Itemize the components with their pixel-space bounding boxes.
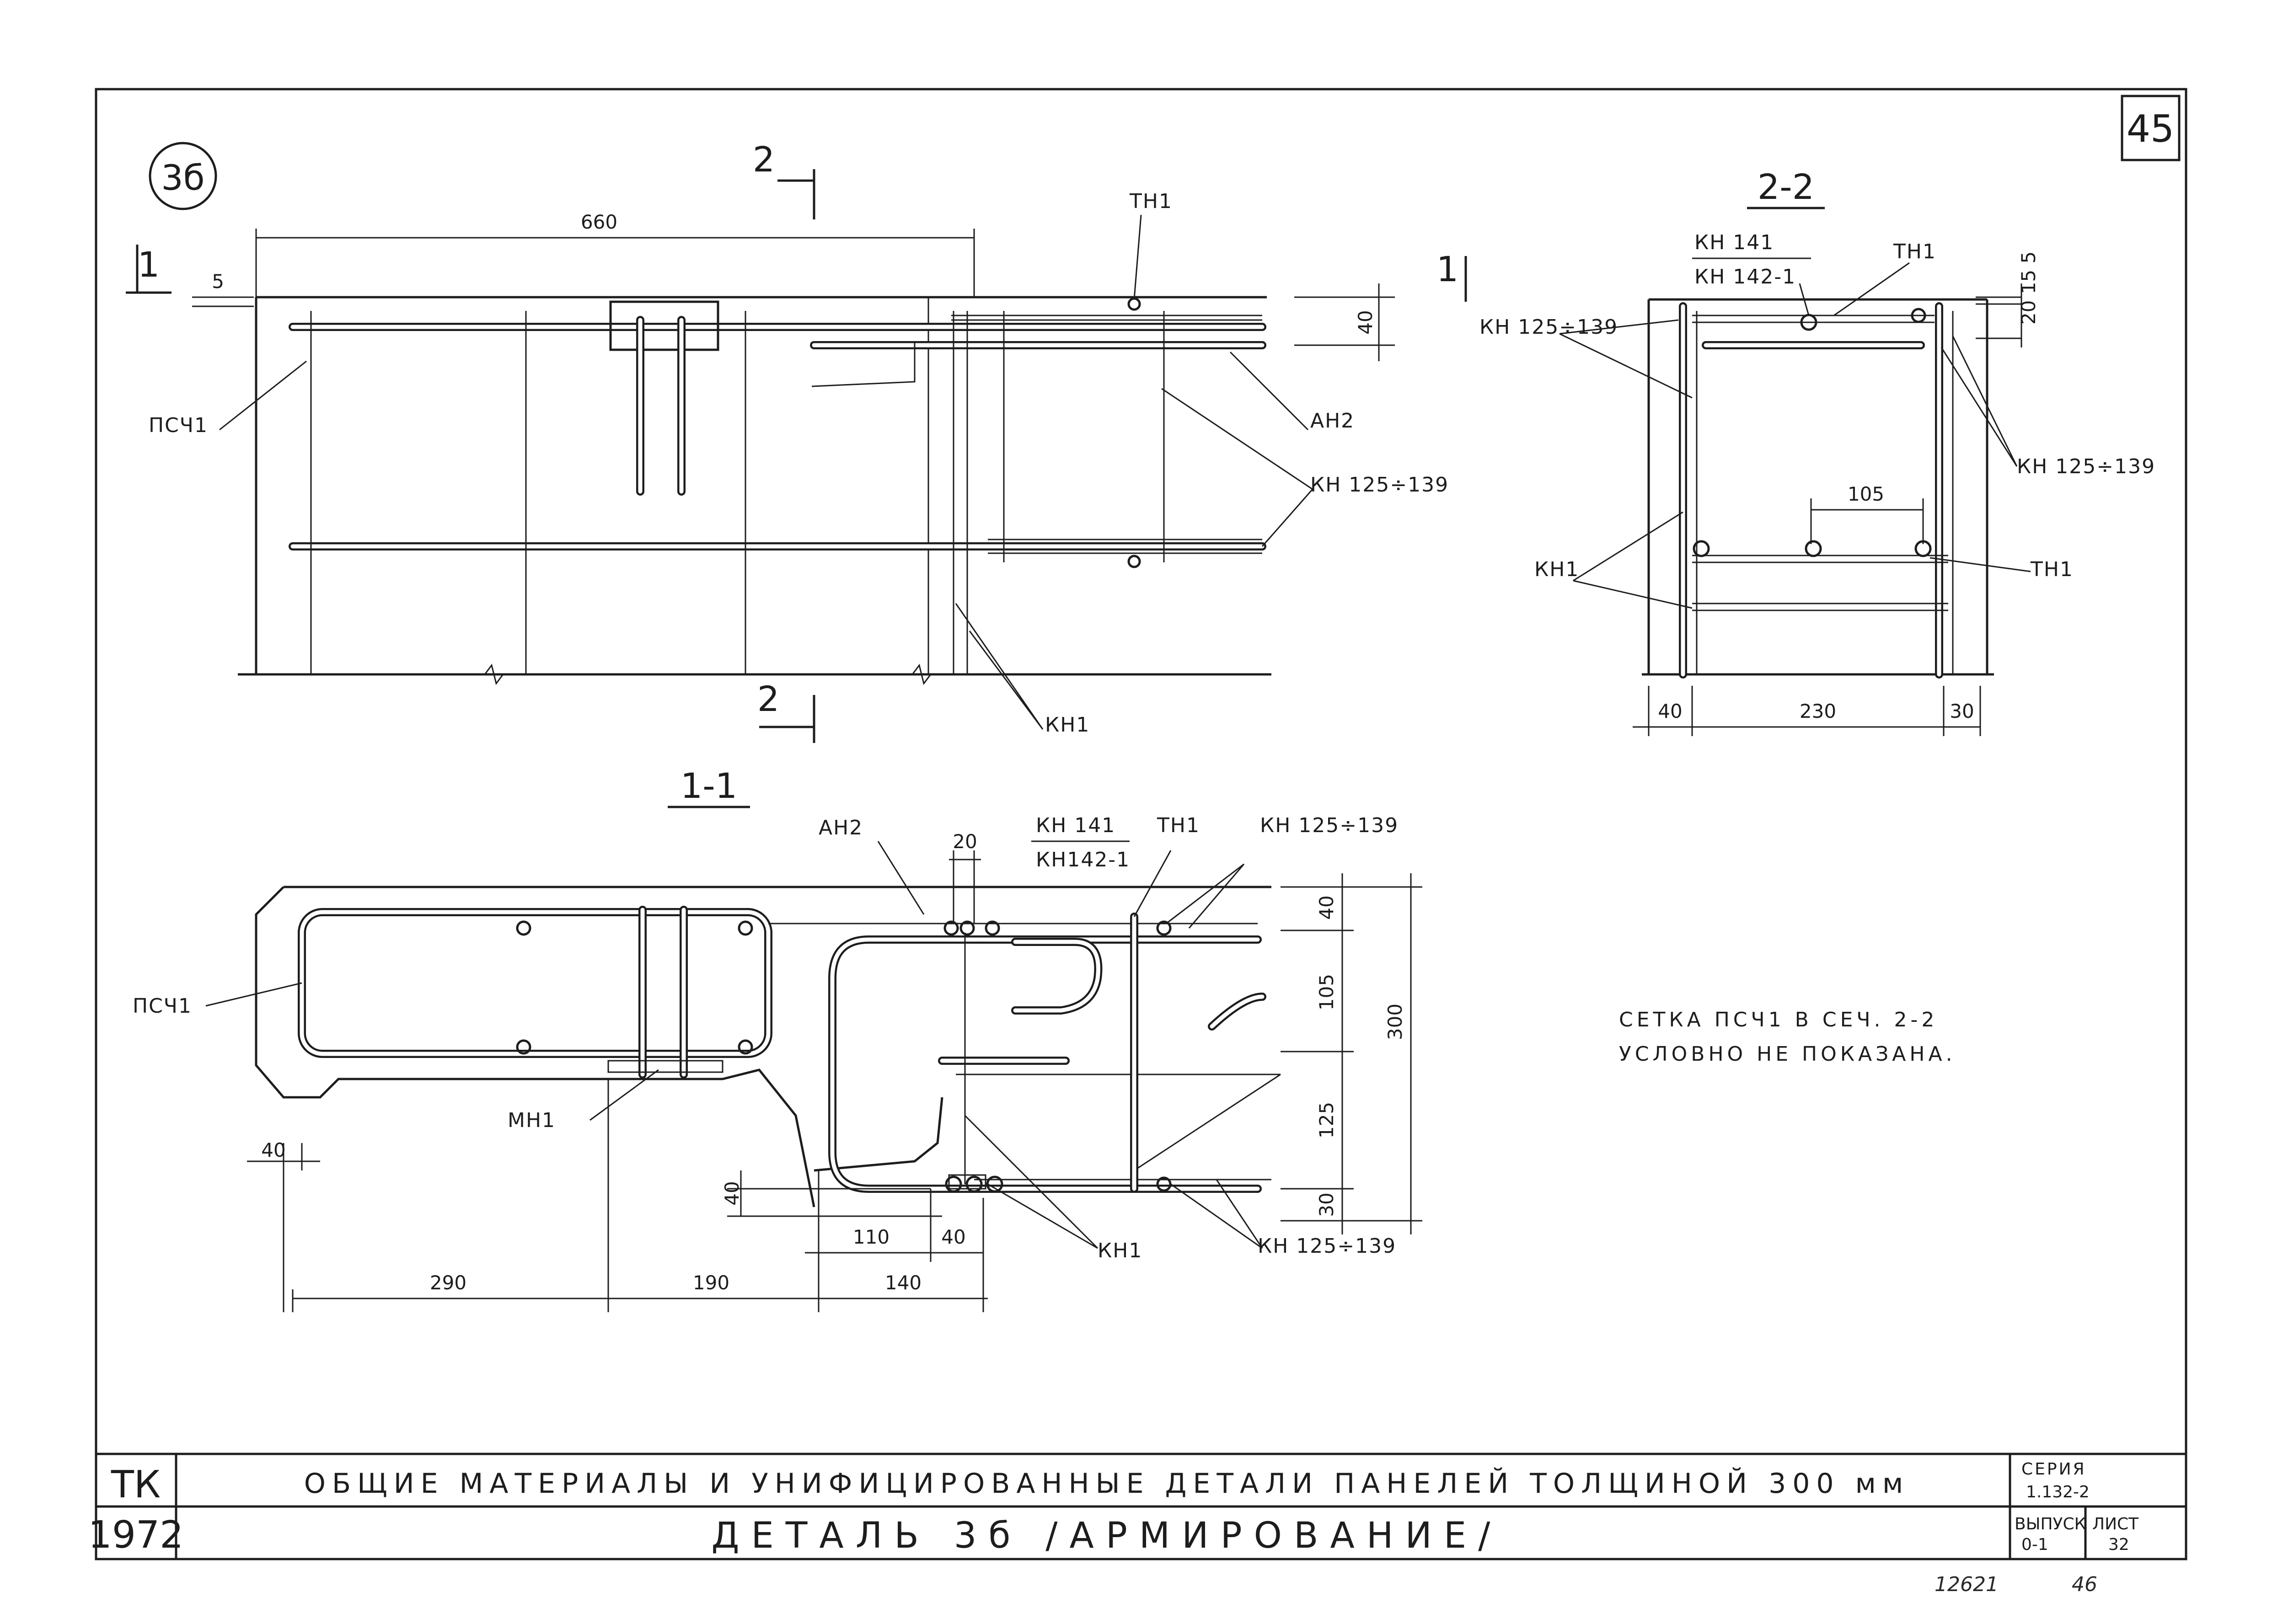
label-tn1-plan: ТН1 <box>1129 190 1173 213</box>
title-block-subtitle: ДЕТАЛЬ 3б /АРМИРОВАНИЕ/ <box>712 1515 1502 1556</box>
note-line-2: УСЛОВНО НЕ ПОКАЗАНА. <box>1619 1042 1956 1066</box>
cut-1-left: 1 <box>138 244 160 285</box>
dim-30-sec22: 30 <box>1950 700 1974 722</box>
label-kn1-sec22: КН1 <box>1534 558 1579 581</box>
dim-660: 660 <box>581 211 617 233</box>
dim-230-sec22: 230 <box>1800 700 1836 722</box>
dim-20-sec11: 20 <box>953 830 977 853</box>
detail-mark-circle <box>149 142 217 210</box>
dim-190-sec11: 190 <box>693 1271 729 1294</box>
dim-40-low-sec11: 40 <box>721 1181 743 1205</box>
label-tn1-sec11: ТН1 <box>1157 814 1200 837</box>
dim-105-sec22: 105 <box>1848 483 1884 505</box>
footer-number-2: 46 <box>2072 1573 2097 1596</box>
cut-1-right: 1 <box>1436 249 1458 289</box>
label-tn1-sec22-top: ТН1 <box>1893 240 1936 263</box>
label-kn141-sec11: КН 141 <box>1036 814 1115 837</box>
section-1-1-title: 1-1 <box>681 765 737 806</box>
label-kn142-1-sec11: КН142-1 <box>1036 848 1130 871</box>
label-kn125-139-sec11-top: КН 125÷139 <box>1260 814 1399 837</box>
label-psch1-plan: ПСЧ1 <box>149 414 208 437</box>
dim-v105-sec11: 105 <box>1315 974 1338 1010</box>
label-an2-sec11: АН2 <box>819 816 863 839</box>
dim-40-left-sec11: 40 <box>261 1139 285 1161</box>
section-2-2-title: 2-2 <box>1758 166 1814 207</box>
label-kn125-139-sec22-right: КН 125÷139 <box>2017 455 2155 478</box>
label-mn1-sec11: МН1 <box>508 1109 556 1132</box>
label-kn125-139-sec11-bottom: КН 125÷139 <box>1258 1234 1396 1258</box>
label-kn125-139-plan: КН 125÷139 <box>1310 473 1449 497</box>
dim-110-sec11: 110 <box>853 1226 890 1248</box>
dim-40-sec22: 40 <box>1658 700 1682 722</box>
title-block-title: ОБЩИЕ МАТЕРИАЛЫ И УНИФИЦИРОВАННЫЕ ДЕТАЛИ… <box>304 1467 1909 1500</box>
footer-number-1: 12621 <box>1935 1573 1999 1596</box>
label-kn1-plan: КН1 <box>1045 713 1090 737</box>
dim-v30-sec11: 30 <box>1315 1192 1338 1217</box>
cut-2-top: 2 <box>753 139 775 180</box>
dim-290-sec11: 290 <box>430 1271 466 1294</box>
cut-2-bottom: 2 <box>757 678 779 719</box>
section-2-2 <box>1559 262 2031 736</box>
label-kn142-1-sec22: КН 142-1 <box>1694 265 1796 288</box>
dim-20-15-5: 20 15 5 <box>2017 251 2040 325</box>
dim-v125-sec11: 125 <box>1315 1102 1338 1138</box>
plan-view <box>126 169 1395 743</box>
issue-label: ВЫПУСК <box>2015 1515 2086 1533</box>
dim-v300-sec11: 300 <box>1384 1004 1406 1040</box>
label-kn125-139-sec22-left: КН 125÷139 <box>1479 315 1618 339</box>
label-psch1-sec11: ПСЧ1 <box>133 994 192 1018</box>
dim-140-sec11: 140 <box>885 1271 922 1294</box>
note-line-1: СЕТКА ПСЧ1 В СЕЧ. 2-2 <box>1619 1008 1938 1031</box>
issue-value: 0-1 <box>2021 1535 2048 1554</box>
dim-40-plan: 40 <box>1354 310 1377 334</box>
dim-40-b-sec11: 40 <box>941 1226 965 1248</box>
section-1-1 <box>205 841 1422 1312</box>
sheet-frame <box>95 88 2187 1560</box>
dim-v40-sec11: 40 <box>1315 895 1338 919</box>
title-block-tk: ТК <box>111 1463 161 1506</box>
sheet-number: 45 <box>2127 107 2174 151</box>
label-kn1-sec11: КН1 <box>1098 1239 1142 1262</box>
title-block-year: 1972 <box>88 1513 184 1557</box>
detail-mark: 3б <box>161 157 204 198</box>
series-value: 1.132-2 <box>2026 1483 2090 1501</box>
sheet-value: 32 <box>2108 1535 2129 1554</box>
label-an2-plan: АН2 <box>1310 409 1355 433</box>
label-tn1-sec22-bottom: ТН1 <box>2030 558 2074 581</box>
dim-5: 5 <box>212 270 224 293</box>
sheet-label: ЛИСТ <box>2092 1515 2139 1533</box>
label-kn141-sec22: КН 141 <box>1694 231 1774 254</box>
series-label: СЕРИЯ <box>2021 1460 2086 1479</box>
